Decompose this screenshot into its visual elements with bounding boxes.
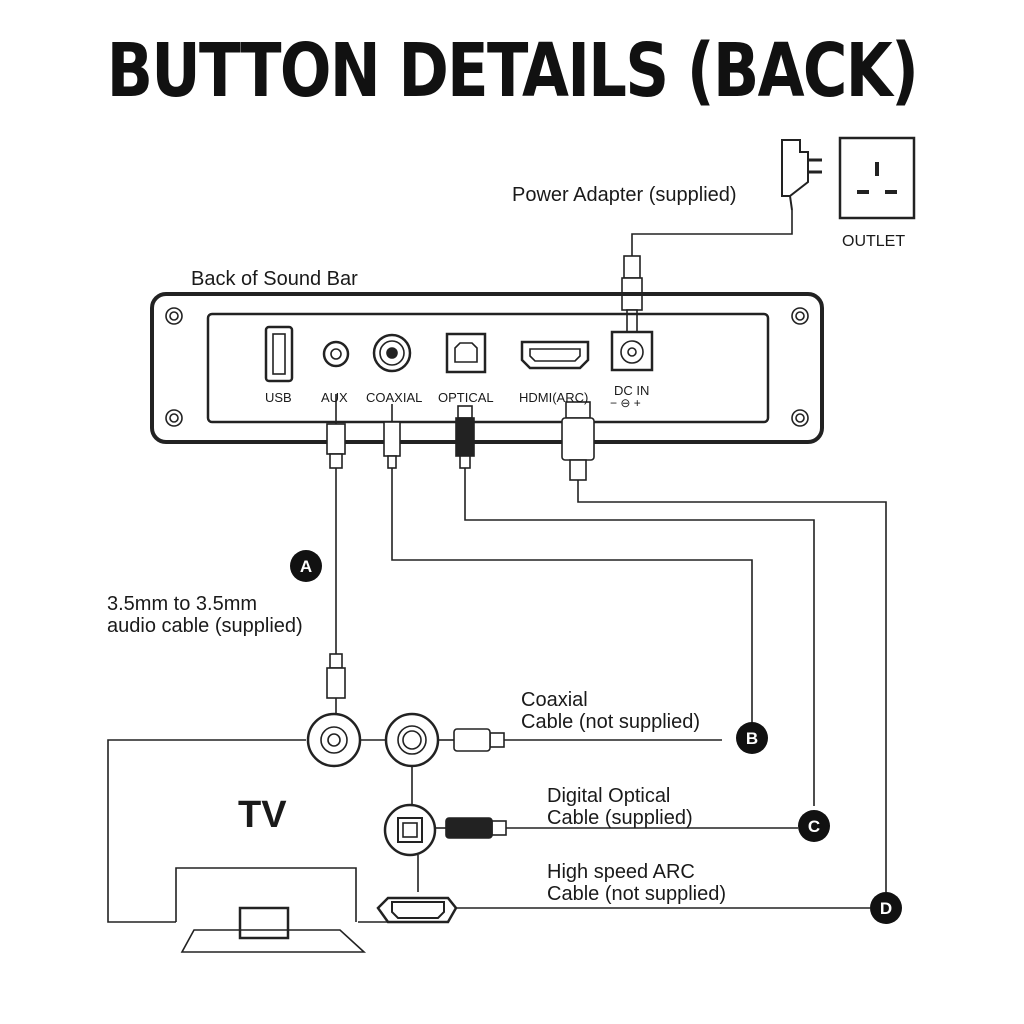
hdmi-port-icon xyxy=(520,340,590,370)
tv-optical-port-icon xyxy=(383,803,437,857)
hdmi-arc-label: HDMI(ARC) xyxy=(519,390,589,405)
aux-cable xyxy=(326,394,346,716)
svg-text:A: A xyxy=(300,557,312,576)
page-title: BUTTON DETAILS (BACK) xyxy=(106,28,919,114)
arc-cable-label-line2: Cable (not supplied) xyxy=(547,883,726,905)
optical-port-icon xyxy=(445,332,487,374)
coaxial-cable-label-line1: Coaxial xyxy=(521,689,588,711)
sound-bar-inner-panel xyxy=(206,312,770,424)
outlet-icon xyxy=(838,136,916,220)
optical-cable xyxy=(430,405,815,839)
usb-label: USB xyxy=(265,390,292,405)
power-adapter-label: Power Adapter (supplied) xyxy=(512,184,737,206)
coaxial-port-icon xyxy=(372,333,412,373)
aux-label: AUX xyxy=(321,390,348,405)
coaxial-cable xyxy=(383,404,753,752)
svg-text:B: B xyxy=(746,729,758,748)
dc-in-label: DC IN xyxy=(614,383,650,398)
optical-cable-label-line2: Cable (supplied) xyxy=(547,807,693,829)
badge-a: A xyxy=(290,550,322,582)
hdmi-cable xyxy=(456,401,887,909)
dc-polarity-label: − ⊖ + xyxy=(610,396,641,410)
tv-label: TV xyxy=(238,794,287,836)
power-adapter-icon xyxy=(781,139,822,211)
screw-icons xyxy=(165,307,809,427)
aux-port-icon xyxy=(322,340,350,368)
tv-aux-port-icon xyxy=(306,712,362,768)
power-cable xyxy=(631,210,793,256)
outlet-label: OUTLET xyxy=(842,233,906,250)
arc-cable-label-line1: High speed ARC xyxy=(547,861,695,883)
coaxial-label: COAXIAL xyxy=(366,390,423,405)
svg-text:C: C xyxy=(808,817,820,836)
optical-cable-label-line1: Digital Optical xyxy=(547,785,671,807)
badge-c: C xyxy=(798,810,830,842)
tv-outline xyxy=(107,739,388,953)
optical-label: OPTICAL xyxy=(438,390,494,405)
back-of-sound-bar-label: Back of Sound Bar xyxy=(191,268,358,290)
aux-cable-label-line1: 3.5mm to 3.5mm xyxy=(107,593,258,615)
usb-port-icon xyxy=(264,325,294,383)
tv-hdmi-port-icon xyxy=(376,896,458,924)
badge-d: D xyxy=(870,892,902,924)
dc-in-port-icon xyxy=(610,330,654,372)
badge-b: B xyxy=(736,722,768,754)
aux-cable-label-line2: audio cable (supplied) xyxy=(107,615,303,637)
svg-text:D: D xyxy=(880,899,892,918)
coaxial-cable-label-line2: Cable (not supplied) xyxy=(521,711,700,733)
sound-bar-panel xyxy=(150,292,824,444)
tv-coaxial-port-icon xyxy=(384,712,440,768)
